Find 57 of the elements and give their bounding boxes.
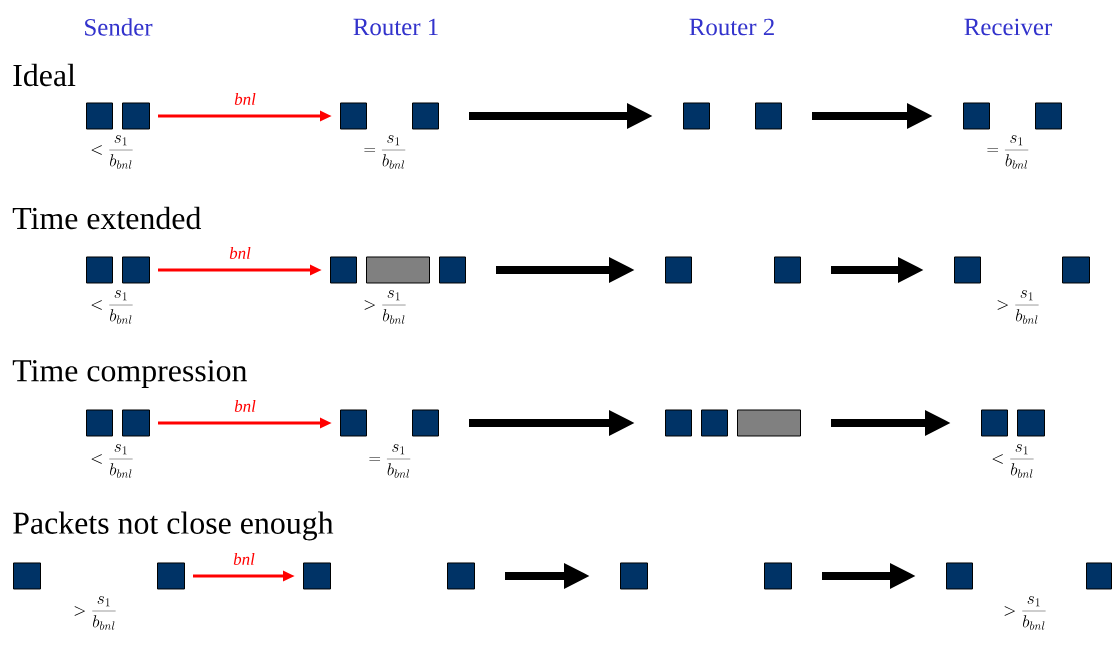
idle-gap-bar (366, 256, 430, 284)
packet-box (330, 256, 357, 284)
packet-box (1086, 562, 1112, 590)
packet-box (122, 409, 150, 437)
row-title: Packets not close enough (13, 511, 334, 541)
formula: $=\frac{s_1}{b_{bnl}}$ (369, 444, 411, 478)
edge-label: bnl (228, 246, 252, 260)
edge-label: bnl (232, 552, 256, 566)
edge-label: bnl (233, 399, 257, 413)
packet-box (954, 256, 981, 284)
packet-box (86, 102, 113, 130)
formula: $>\frac{s_1}{b_{bnl}}$ (74, 596, 116, 630)
packet-box (764, 562, 792, 590)
idle-gap-bar (737, 409, 801, 437)
packet-box (1035, 102, 1062, 130)
formula: $>\frac{s_1}{b_{bnl}}$ (364, 290, 406, 324)
packet-box (774, 256, 801, 284)
packet-box (412, 102, 439, 130)
formula: $<\frac{s_1}{b_{bnl}}$ (91, 290, 133, 324)
packet-box (701, 409, 728, 437)
row-title: Ideal (13, 63, 76, 87)
packet-box (122, 256, 150, 284)
column-heading: Receiver (964, 18, 1053, 36)
packet-box (620, 562, 648, 590)
packet-box (13, 562, 41, 590)
column-heading: Router 2 (689, 18, 774, 36)
packet-box (157, 562, 185, 590)
column-heading: Router 1 (353, 18, 438, 36)
formula: $>\frac{s_1}{b_{bnl}}$ (1004, 596, 1046, 630)
packet-box (1062, 256, 1090, 284)
packet-box (447, 562, 475, 590)
packet-box (439, 256, 466, 284)
formula: $=\frac{s_1}{b_{bnl}}$ (987, 135, 1029, 169)
packet-box (665, 409, 692, 437)
packet-box (340, 409, 367, 437)
packet-box (86, 409, 113, 437)
formula: $<\frac{s_1}{b_{bnl}}$ (91, 135, 133, 169)
row-title: Time extended (12, 206, 201, 230)
formula: $<\frac{s_1}{b_{bnl}}$ (992, 444, 1034, 478)
packet-box (963, 102, 990, 130)
formula: $>\frac{s_1}{b_{bnl}}$ (997, 290, 1039, 324)
formula: $=\frac{s_1}{b_{bnl}}$ (364, 135, 406, 169)
packet-box (86, 256, 113, 284)
edge-label: bnl (233, 92, 257, 106)
packet-box (1017, 409, 1045, 437)
row-title: Time compression (12, 360, 247, 388)
packet-box (981, 409, 1008, 437)
packet-box (665, 256, 692, 284)
packet-box (340, 102, 367, 130)
packet-box (122, 102, 150, 130)
formula: $<\frac{s_1}{b_{bnl}}$ (91, 444, 133, 478)
packet-box (946, 562, 973, 590)
packet-box (303, 562, 331, 590)
column-heading: Sender (85, 18, 153, 36)
packet-box (683, 102, 710, 130)
packet-box (412, 409, 439, 437)
packet-box (755, 102, 782, 130)
